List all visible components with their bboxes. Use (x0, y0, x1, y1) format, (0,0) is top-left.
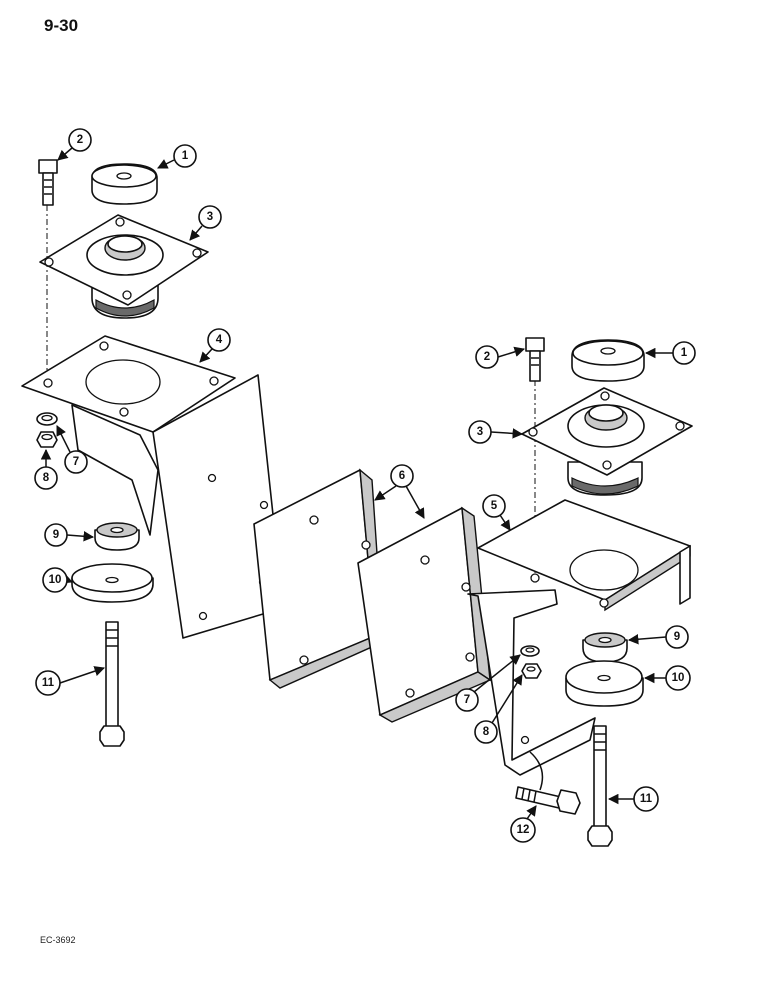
bolt-12-path-line (529, 751, 544, 791)
left-long-bolt-part-11 (99, 621, 125, 747)
callout-left-10: 10 (42, 567, 73, 593)
callout-left-7: 7 (56, 425, 88, 474)
left-rubber-cap-part-1 (91, 163, 158, 205)
callout-label: 9 (674, 631, 680, 643)
callout-label: 6 (399, 470, 405, 482)
left-nut-part-8 (36, 431, 58, 448)
callout-left-2: 2 (57, 128, 92, 161)
right-rubber-cap-part-1 (571, 339, 645, 382)
callout-label: 11 (640, 793, 653, 805)
left-mount-plate-part-3 (39, 214, 209, 319)
right-long-bolt-part-11 (587, 725, 613, 847)
callout-right-12: 12 (510, 805, 537, 843)
bolt-part-12 (515, 786, 581, 815)
callout-right-10: 10 (643, 665, 691, 691)
right-bolt-part-2 (525, 337, 545, 382)
callout-label: 8 (483, 726, 490, 738)
callout-label: 5 (491, 500, 498, 512)
callout-right-5: 5 (482, 494, 511, 531)
right-rubber-part-9 (582, 632, 628, 663)
figure-code: EC-3692 (40, 935, 76, 945)
callout-right-3: 3 (468, 420, 524, 444)
callout-label: 3 (207, 211, 213, 223)
left-bolt-part-2 (38, 159, 58, 206)
right-rubber-washer-part-10 (565, 660, 644, 707)
callout-left-1: 1 (157, 144, 197, 169)
callout-label: 2 (484, 351, 490, 363)
callout-label: 3 (477, 426, 483, 438)
left-bracket-part-4 (21, 335, 284, 639)
callout-label: 11 (42, 677, 55, 689)
page-number: 9-30 (44, 16, 79, 35)
callout-left-8: 8 (34, 448, 58, 490)
callout-right-2: 2 (475, 345, 526, 369)
left-rubber-part-9 (94, 522, 140, 551)
callout-label: 12 (517, 824, 530, 836)
callout-left-11: 11 (35, 666, 105, 696)
right-nut-part-8 (521, 663, 542, 679)
right-mount-plate-part-3 (521, 387, 693, 496)
callout-label: 7 (73, 456, 79, 468)
callout-left-3: 3 (189, 205, 222, 241)
callout-label: 7 (464, 694, 470, 706)
callout-right-9: 9 (627, 625, 689, 649)
callout-label: 8 (43, 472, 50, 484)
callout-label: 2 (77, 134, 83, 146)
callout-label: 4 (216, 334, 223, 346)
right-washer-part-7 (520, 645, 540, 657)
callout-label: 1 (681, 347, 688, 359)
callout-right-8: 8 (474, 674, 523, 744)
right-bracket-part-5 (467, 499, 691, 776)
callout-left-4: 4 (199, 328, 231, 363)
callout-right-7: 7 (455, 654, 521, 712)
callout-right-11: 11 (607, 786, 659, 812)
callout-label: 9 (53, 529, 59, 541)
callout-label: 10 (49, 574, 62, 586)
callout-label: 1 (182, 150, 189, 162)
callout-mid-6: 6 (374, 464, 425, 519)
left-washer-part-7 (36, 412, 58, 426)
callout-right-1: 1 (644, 341, 696, 365)
callout-left-9: 9 (44, 523, 95, 547)
callout-label: 10 (672, 672, 685, 684)
left-rubber-washer-part-10 (71, 563, 154, 603)
